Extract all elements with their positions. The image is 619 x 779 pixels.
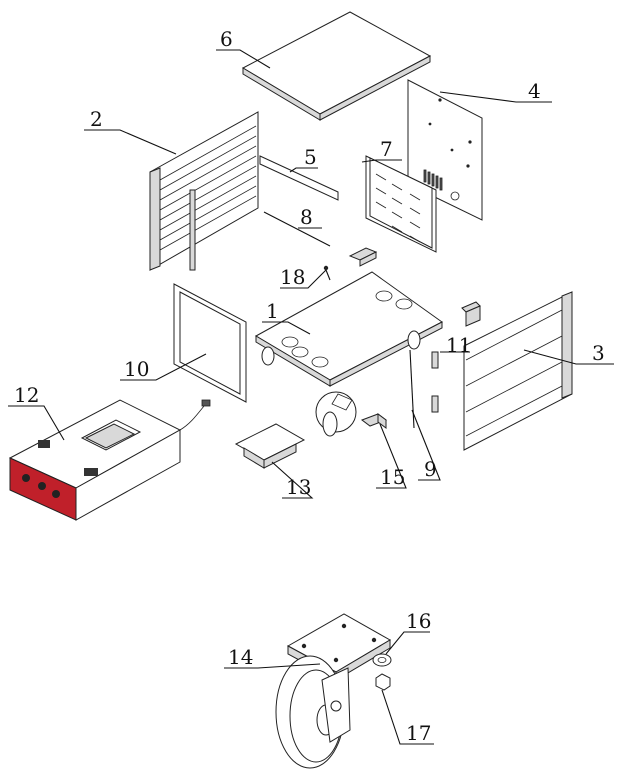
part-inner-vent-panel bbox=[365, 155, 437, 253]
part-top-panel bbox=[241, 11, 432, 121]
callout-6: 6 bbox=[220, 27, 233, 51]
part-left-side-panel bbox=[149, 111, 259, 271]
callout-18: 18 bbox=[280, 265, 305, 289]
callout-8: 8 bbox=[300, 205, 313, 229]
callout-4: 4 bbox=[528, 79, 541, 103]
part-rail bbox=[259, 155, 339, 201]
part-bracket-top bbox=[348, 247, 378, 267]
callout-9: 9 bbox=[424, 457, 437, 481]
part-caster-small bbox=[315, 391, 357, 437]
callout-5: 5 bbox=[304, 145, 317, 169]
callout-7: 7 bbox=[380, 137, 393, 161]
part-rod bbox=[263, 211, 331, 247]
callout-11: 11 bbox=[446, 333, 471, 357]
callout-leaders bbox=[8, 49, 614, 745]
callout-3: 3 bbox=[592, 341, 605, 365]
callout-14: 14 bbox=[228, 645, 253, 669]
callout-10: 10 bbox=[124, 357, 149, 381]
callout-17: 17 bbox=[406, 721, 431, 745]
part-front-frame bbox=[173, 283, 247, 403]
callout-15: 15 bbox=[380, 465, 405, 489]
callout-2: 2 bbox=[90, 107, 103, 131]
part-right-side-panel bbox=[463, 291, 573, 451]
part-heater-unit bbox=[8, 399, 211, 521]
callout-16: 16 bbox=[406, 609, 431, 633]
part-base bbox=[254, 271, 443, 387]
callout-13: 13 bbox=[286, 475, 311, 499]
part-l-bracket bbox=[360, 413, 388, 429]
part-pin bbox=[409, 349, 415, 429]
callout-1: 1 bbox=[266, 299, 279, 323]
part-latches bbox=[431, 351, 439, 413]
callout-12: 12 bbox=[14, 383, 39, 407]
callout-labels: 1 2 3 4 5 6 7 8 9 10 11 12 13 14 15 16 1… bbox=[14, 27, 605, 745]
part-pan bbox=[234, 423, 306, 469]
part-bracket-side bbox=[461, 301, 481, 327]
part-caster-detail bbox=[275, 613, 392, 769]
